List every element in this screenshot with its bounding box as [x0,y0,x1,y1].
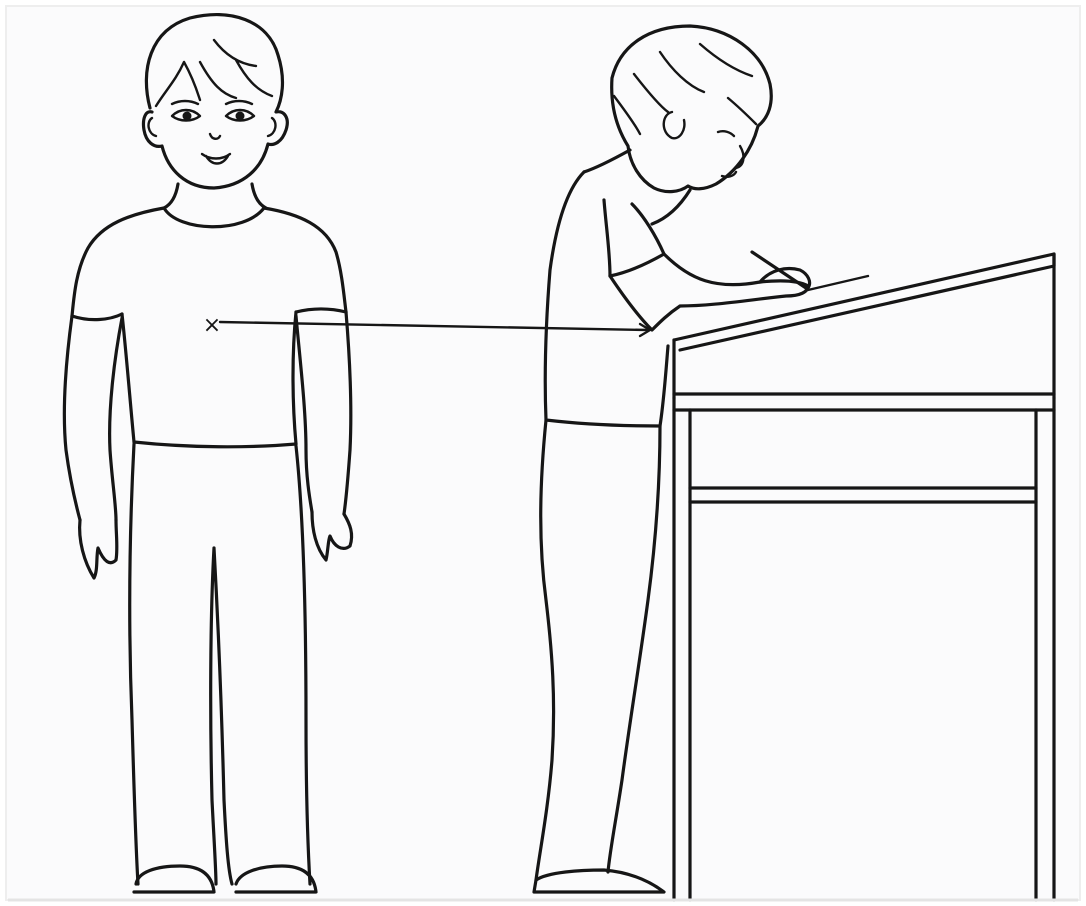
elbow-height-marker: × [203,313,221,338]
